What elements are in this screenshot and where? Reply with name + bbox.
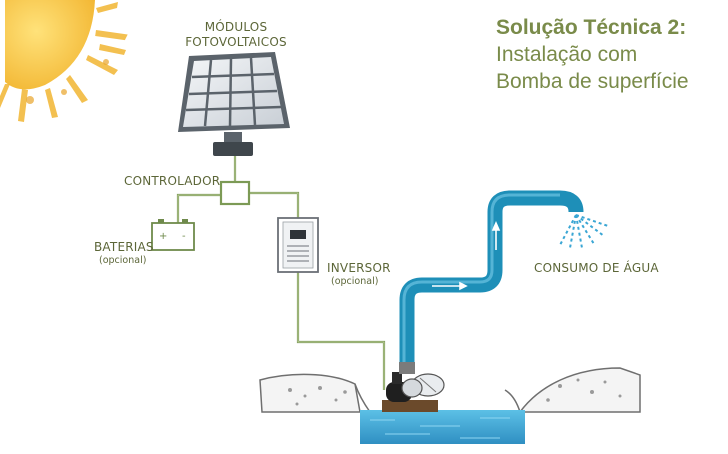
controller-label: CONTROLADOR (124, 174, 221, 188)
title-line-2: Instalação com (496, 43, 638, 66)
svg-text:+: + (159, 231, 167, 242)
water-spray-icon (559, 214, 609, 249)
diagram-title: Solução Técnica 2: Instalação com Bomba … (496, 14, 689, 95)
modules-label: MÓDULOS FOTOVOLTAICOS (184, 20, 288, 50)
svg-text:-: - (182, 231, 186, 242)
title-line-1: Solução Técnica 2: (496, 16, 687, 39)
surface-pump-icon (382, 372, 445, 412)
modules-label-line-2: FOTOVOLTAICOS (185, 35, 287, 49)
inverter-icon (277, 217, 319, 273)
batteries-note: (opcional) (99, 255, 147, 266)
flow-arrows (432, 220, 501, 291)
water-consumption-label: CONSUMO DE ÁGUA (534, 261, 659, 275)
battery-icon: + - (151, 219, 195, 251)
pond (259, 367, 641, 444)
batteries-label: BATERIAS (94, 240, 154, 254)
modules-label-line-1: MÓDULOS (204, 20, 268, 34)
solar-panel-icon (178, 52, 290, 156)
water-pipe (399, 190, 584, 372)
pipe-highlight (402, 193, 560, 372)
inverter-note: (opcional) (331, 276, 379, 287)
pipe-joint (399, 362, 415, 374)
sun-icon (0, 0, 128, 122)
inverter-label: INVERSOR (327, 261, 391, 275)
controller-box-icon (219, 180, 251, 206)
title-line-3: Bomba de superfície (496, 70, 689, 93)
